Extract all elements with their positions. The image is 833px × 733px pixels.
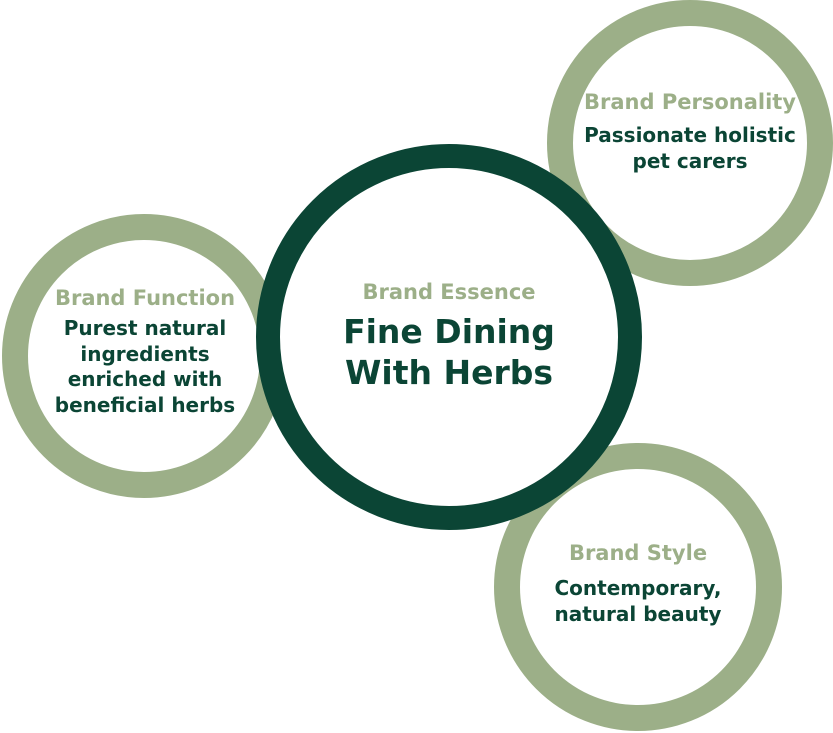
brand-function-heading: Brand Function	[54, 286, 236, 310]
brand-style-text: Contemporary, natural beauty	[554, 576, 722, 626]
brand-essence-node: Brand Essence Fine Dining With Herbs	[290, 280, 608, 394]
brand-essence-heading: Brand Essence	[362, 280, 536, 304]
brand-function-text: Purest natural ingredients enriched with…	[54, 316, 236, 417]
brand-personality-node: Brand Personality Passionate holistic pe…	[572, 90, 808, 174]
brand-personality-text: Passionate holistic pet carers	[584, 123, 796, 173]
brand-function-node: Brand Function Purest natural ingredient…	[30, 286, 260, 419]
brand-personality-heading: Brand Personality	[584, 90, 796, 114]
brand-essence-text: Fine Dining With Herbs	[343, 312, 555, 393]
brand-style-node: Brand Style Contemporary, natural beauty	[520, 541, 756, 627]
brand-style-heading: Brand Style	[568, 541, 708, 565]
